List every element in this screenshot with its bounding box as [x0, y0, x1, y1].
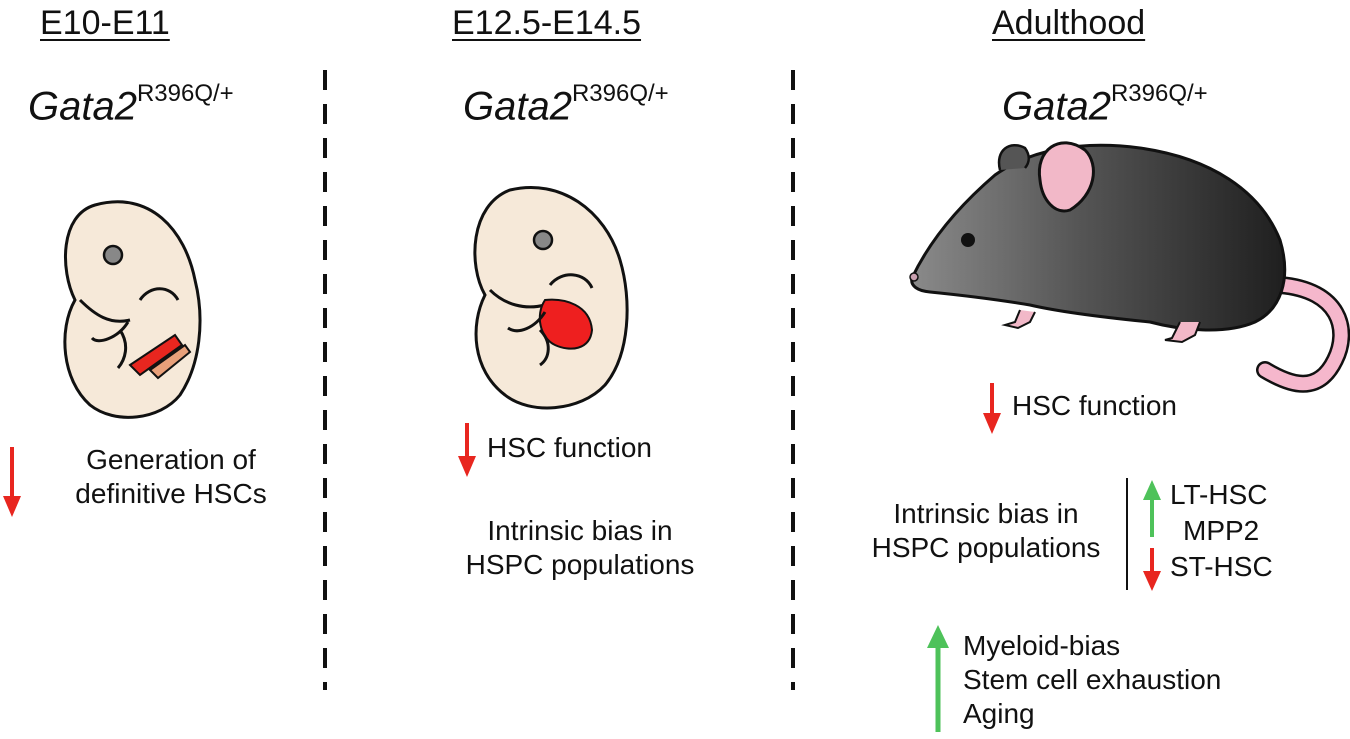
aging-line: Aging	[963, 698, 1035, 729]
effect-e10: Generation of definitive HSCs	[26, 443, 316, 511]
down-arrow-icon	[458, 423, 476, 477]
bias-line: HSPC populations	[871, 532, 1101, 563]
up-arrow-icon	[927, 625, 949, 732]
note-e12: Intrinsic bias in HSPC populations	[440, 514, 720, 582]
aging-line: Stem cell exhaustion	[963, 664, 1222, 695]
allele: R396Q/+	[1110, 80, 1208, 107]
bias-down-st-hsc: ST-HSC	[1170, 551, 1273, 582]
allele: R396Q/+	[136, 80, 234, 107]
embryo-icon	[63, 200, 202, 419]
up-arrow-icon	[1143, 480, 1161, 537]
note-line: Intrinsic bias in	[487, 515, 673, 546]
bias-up-mpp2: MPP2	[1183, 515, 1260, 546]
gene-name: Gata2	[28, 84, 137, 129]
effect-line: Generation of	[86, 444, 256, 475]
genotype-e12: Gata2R396Q/+	[463, 80, 669, 129]
aging-line: Myeloid-bias	[963, 630, 1121, 661]
allele: R396Q/+	[571, 80, 669, 107]
embryo-icon	[473, 185, 629, 410]
down-arrow-icon	[3, 447, 21, 517]
heading-e10: E10-E11	[40, 4, 170, 42]
bias-adult: Intrinsic bias in HSPC populations	[850, 497, 1122, 565]
down-arrow-icon	[983, 383, 1001, 434]
bias-line: Intrinsic bias in	[893, 498, 1079, 529]
genotype-e10: Gata2R396Q/+	[28, 80, 234, 129]
gene-name: Gata2	[463, 84, 572, 129]
bias-up-lt-hsc: LT-HSC	[1170, 479, 1268, 510]
note-line: HSPC populations	[465, 549, 695, 580]
mouse-icon	[909, 141, 1350, 393]
down-arrow-icon	[1143, 548, 1161, 591]
effect-e12: HSC function	[487, 432, 652, 463]
heading-e12: E12.5-E14.5	[452, 4, 642, 42]
gene-name: Gata2	[1002, 84, 1111, 129]
effect-adult: HSC function	[1012, 390, 1177, 421]
aging-list: Myeloid-bias Stem cell exhaustion Aging	[963, 629, 1221, 731]
effect-line: definitive HSCs	[75, 478, 267, 509]
genotype-adult: Gata2R396Q/+	[1002, 80, 1208, 129]
heading-adult: Adulthood	[992, 4, 1146, 42]
